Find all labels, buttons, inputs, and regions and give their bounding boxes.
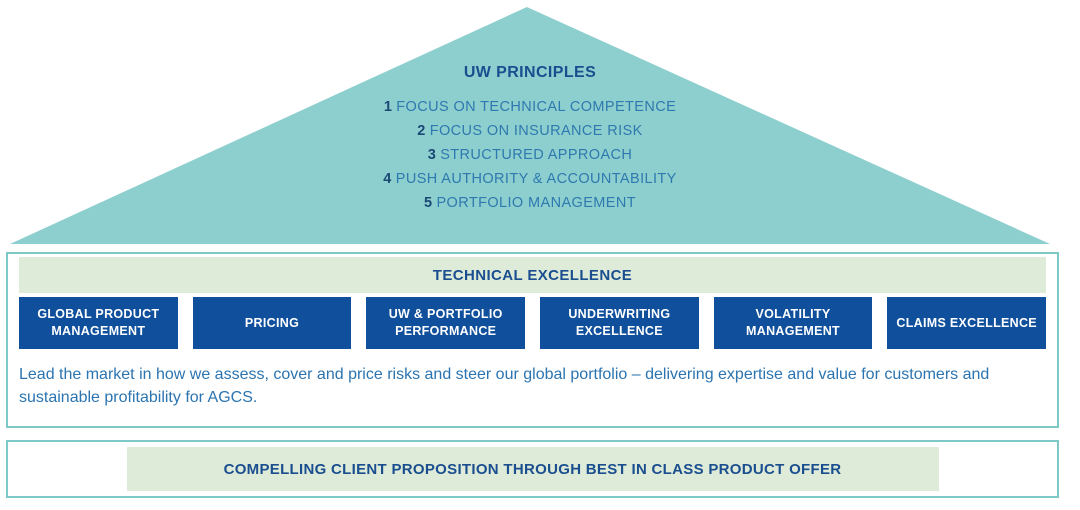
principle-number: 2 <box>417 123 426 139</box>
principle-number: 3 <box>427 147 437 163</box>
client-proposition-banner: COMPELLING CLIENT PROPOSITION THROUGH BE… <box>6 440 1059 498</box>
pillar-global-product-management: GLOBAL PRODUCT MANAGEMENT <box>19 297 178 349</box>
pillar-volatility-management: VOLATILITY MANAGEMENT <box>713 297 873 349</box>
principle-label: STRUCTURED APPROACH <box>440 147 633 163</box>
client-proposition-text: COMPELLING CLIENT PROPOSITION THROUGH BE… <box>223 460 842 478</box>
client-proposition-band: COMPELLING CLIENT PROPOSITION THROUGH BE… <box>126 447 939 491</box>
technical-excellence-header: TECHNICAL EXCELLENCE <box>19 257 1046 293</box>
mission-description: Lead the market in how we assess, cover … <box>19 366 990 406</box>
technical-excellence-section: TECHNICAL EXCELLENCE GLOBAL PRODUCT MANA… <box>6 252 1059 428</box>
pillar-pricing: PRICING <box>192 297 352 349</box>
principle-label: FOCUS ON TECHNICAL COMPETENCE <box>396 99 677 115</box>
pyramid-title: UW PRINCIPLES <box>463 64 597 81</box>
principle-label: PUSH AUTHORITY & ACCOUNTABILITY <box>395 171 677 187</box>
principle-number: 4 <box>383 171 392 187</box>
pillar-uw-portfolio-performance: UW & PORTFOLIO PERFORMANCE <box>366 297 526 349</box>
technical-excellence-title: TECHNICAL EXCELLENCE <box>432 266 633 284</box>
pillar-row: GLOBAL PRODUCT MANAGEMENT PRICING UW & P… <box>19 297 1047 349</box>
pillar-underwriting-excellence: UNDERWRITING EXCELLENCE <box>540 297 699 349</box>
principle-label: PORTFOLIO MANAGEMENT <box>436 195 636 211</box>
principle-number: 1 <box>383 99 393 115</box>
principle-number: 5 <box>424 195 433 211</box>
principle-label: FOCUS ON INSURANCE RISK <box>429 123 643 139</box>
pillar-claims-excellence: CLAIMS EXCELLENCE <box>887 297 1047 349</box>
